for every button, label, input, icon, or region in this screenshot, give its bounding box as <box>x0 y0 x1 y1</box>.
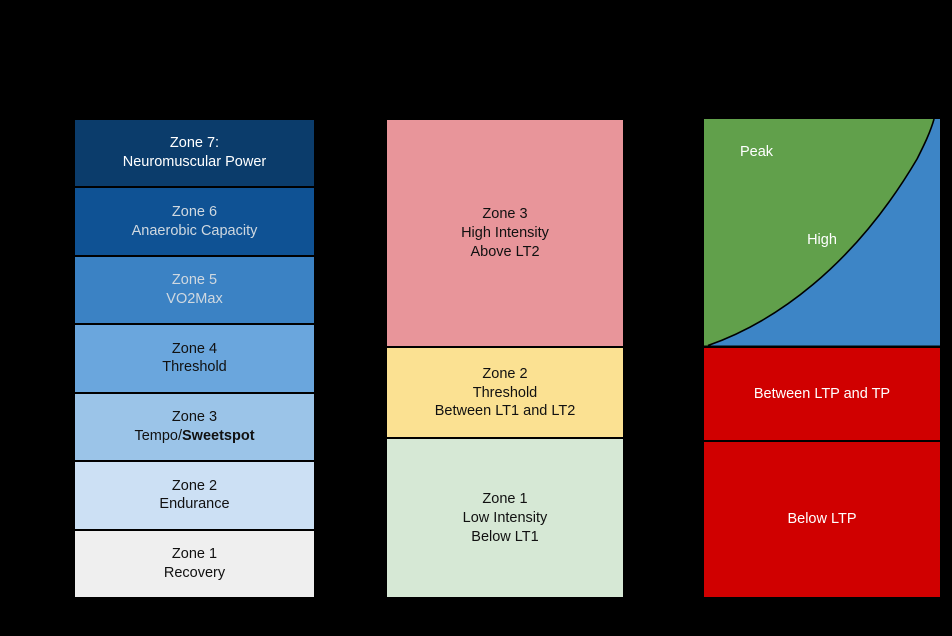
zone-band-zone-5[interactable]: Zone 5 VO2Max <box>75 255 314 325</box>
zone-title: Zone 4 <box>171 340 218 357</box>
zone-line2: High Intensity <box>461 224 549 241</box>
zone-title: Zone 1 <box>171 545 218 562</box>
zone-line2: Low Intensity <box>462 509 548 526</box>
high-region-fill <box>707 119 940 346</box>
zone-title: Zone 6 <box>171 203 218 220</box>
zone-subtitle: Endurance <box>159 496 230 513</box>
zone-title: Zone 2 <box>482 365 528 382</box>
zone-title: Between LTP and TP <box>753 385 891 402</box>
zone-title: Zone 1 <box>482 490 528 507</box>
zone-title: Below LTP <box>787 511 857 528</box>
zone-subtitle: Anaerobic Capacity <box>131 222 258 239</box>
zone-band-lactate-zone-3[interactable]: Zone 3 High Intensity Above LT2 <box>387 119 623 348</box>
zone-subtitle: Recovery <box>163 564 226 581</box>
zone-band-zone-2[interactable]: Zone 2 Endurance <box>75 461 314 530</box>
peak-label: Peak <box>740 144 774 160</box>
seven-zone-power-model-column: Zone 7: Neuromuscular Power Zone 6 Anaer… <box>74 118 315 598</box>
zone-band-lactate-zone-1[interactable]: Zone 1 Low Intensity Below LT1 <box>387 438 623 598</box>
three-zone-lactate-model-column: Zone 3 High Intensity Above LT2 Zone 2 T… <box>386 118 624 598</box>
zone-title: Zone 2 <box>171 477 218 494</box>
zone-subtitle: Threshold <box>162 359 227 376</box>
zone-band-zone-6[interactable]: Zone 6 Anaerobic Capacity <box>75 187 314 256</box>
zone-line2: Threshold <box>472 384 538 401</box>
peak-high-boundary-curve <box>707 119 935 346</box>
zone-title: Zone 3 <box>171 409 218 426</box>
zone-title: Zone 7: <box>169 135 220 152</box>
zone-band-zone-1[interactable]: Zone 1 Recovery <box>75 529 314 598</box>
zone-subtitle: Neuromuscular Power <box>122 154 267 171</box>
peak-high-curve-graphic <box>704 119 940 346</box>
ltp-tp-model-column: Peak High Between LTP and TP Below LTP <box>703 118 941 598</box>
zone-line3: Above LT2 <box>470 243 540 260</box>
zone-line3: Between LT1 and LT2 <box>434 403 576 420</box>
zone-title: Zone 5 <box>171 272 218 289</box>
zone-line3: Below LT1 <box>471 528 539 545</box>
zone-band-ltp-zone-mid[interactable]: Between LTP and TP <box>704 346 940 442</box>
zone-band-ltp-zone-top[interactable]: Peak High <box>704 119 940 347</box>
zone-band-zone-7[interactable]: Zone 7: Neuromuscular Power <box>75 119 314 188</box>
zone-band-zone-4[interactable]: Zone 4 Threshold <box>75 324 314 393</box>
zone-subtitle: VO2Max <box>166 291 223 308</box>
zone-subtitle-plain: Tempo/ <box>134 427 183 444</box>
high-label: High <box>807 232 837 248</box>
zone-subtitle-emphasis: Sweetspot <box>182 427 255 444</box>
zone-title: Zone 3 <box>482 205 528 222</box>
zone-subtitle: Tempo/Sweetspot <box>134 427 254 446</box>
zone-band-lactate-zone-2[interactable]: Zone 2 Threshold Between LT1 and LT2 <box>387 347 623 439</box>
zone-band-ltp-zone-bottom[interactable]: Below LTP <box>704 441 940 598</box>
zone-band-zone-3[interactable]: Zone 3 Tempo/Sweetspot <box>75 392 314 462</box>
